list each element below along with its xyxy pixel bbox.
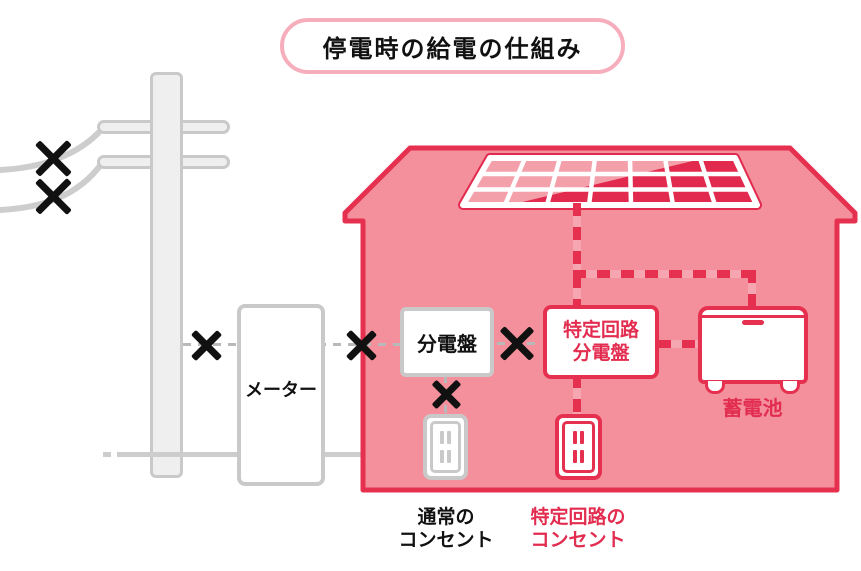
live-line-board-to-outlet — [573, 375, 581, 417]
live-line-solar-down — [573, 203, 581, 307]
specific-outlet-label: 特定回路の コンセント — [530, 506, 626, 551]
battery-foot-right — [780, 381, 800, 394]
outage-x-icon-board-to-outlet — [431, 379, 461, 409]
live-line-board-to-battery — [658, 340, 702, 348]
normal-outlet-face — [430, 421, 461, 473]
outage-x-icon-powerline-top — [34, 139, 72, 177]
battery-lid-seam — [702, 315, 804, 318]
meter-label: メーター — [245, 380, 317, 401]
battery-label: 蓄電池 — [722, 396, 783, 420]
outage-x-icon-board-to-specific — [499, 325, 535, 361]
specific-circuit-board-label-line1: 特定回路 — [562, 319, 639, 341]
distribution-board-label: 分電盤 — [417, 331, 477, 356]
specific-outlet-icon — [555, 414, 602, 480]
specific-circuit-board-label-line2: 分電盤 — [572, 342, 630, 364]
meter-box: メーター — [237, 304, 325, 486]
specific-circuit-board: 特定回路 分電盤 — [543, 305, 659, 379]
battery-icon — [698, 306, 808, 384]
battery-foot-left — [705, 381, 725, 394]
outage-x-icon-powerline-bottom — [34, 177, 72, 215]
utility-pole-icon — [150, 72, 183, 478]
outage-x-icon-meter-to-house — [346, 329, 378, 361]
diagram-title-box: 停電時の給電の仕組み — [280, 18, 625, 74]
specific-outlet-face — [562, 421, 595, 473]
battery-vent-slit — [742, 320, 764, 325]
page-title: 停電時の給電の仕組み — [322, 34, 583, 63]
outage-x-icon-pole-to-meter — [191, 329, 223, 361]
normal-outlet-label: 通常の コンセント — [398, 506, 494, 551]
live-line-to-battery-top — [748, 270, 756, 308]
distribution-board: 分電盤 — [400, 307, 494, 377]
normal-outlet-icon — [423, 414, 468, 480]
solar-panel-icon — [458, 153, 762, 210]
live-line-branch-right — [573, 270, 756, 278]
ground-line-dash — [103, 452, 111, 457]
